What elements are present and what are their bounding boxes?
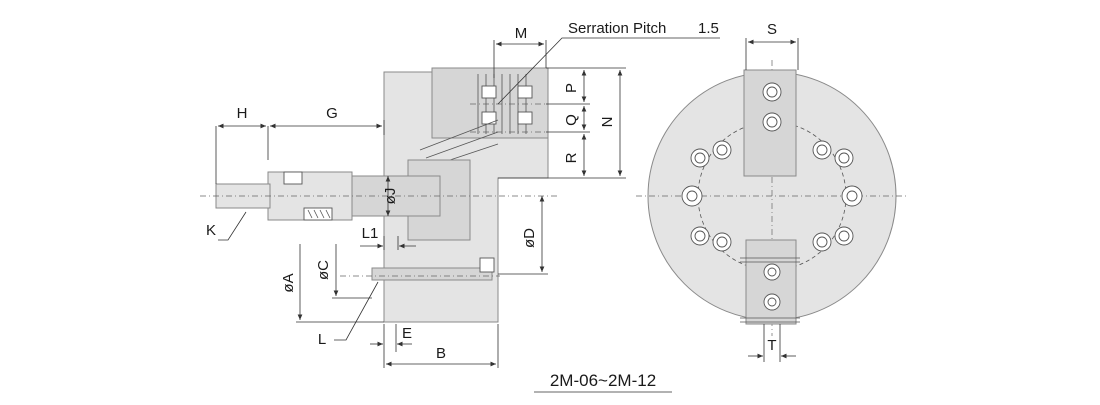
dim-M-label: M	[515, 25, 528, 42]
dim-A-label: øA	[280, 273, 297, 292]
side-view	[200, 67, 560, 323]
dim-R-label: R	[563, 152, 580, 163]
dim-J-label: øJ	[382, 188, 399, 205]
mounting-bolt	[371, 267, 493, 281]
dim-T-label: T	[767, 337, 776, 354]
dim-G-label: G	[326, 105, 338, 122]
front-view	[636, 60, 908, 336]
mounting-holes	[681, 140, 863, 252]
dim-K-label: K	[206, 222, 216, 239]
dim-S-label: S	[767, 21, 777, 38]
dim-B-label: B	[436, 345, 446, 362]
dim-E-label: E	[402, 325, 412, 342]
dim-N-label: N	[599, 117, 616, 128]
front-view-dimensions: S T	[745, 21, 799, 362]
dim-Q-label: Q	[563, 114, 580, 126]
bottom-jaw	[745, 239, 797, 325]
serration-teeth	[470, 74, 545, 134]
jaw-block	[431, 67, 549, 139]
side-view-dimensions: H G K øJ L1 øA øC L E B	[206, 20, 720, 368]
dim-C-label: øC	[315, 260, 332, 280]
serration-pitch-label: Serration Pitch	[568, 20, 666, 37]
dim-L-label: L	[318, 331, 326, 348]
dim-L1-label: L1	[362, 225, 379, 242]
dim-P-label: P	[563, 83, 580, 93]
serration-pitch-value: 1.5	[698, 20, 719, 37]
dim-D-label: øD	[521, 228, 538, 248]
dim-H-label: H	[237, 105, 248, 122]
figure-caption: 2M-06~2M-12	[550, 371, 656, 390]
